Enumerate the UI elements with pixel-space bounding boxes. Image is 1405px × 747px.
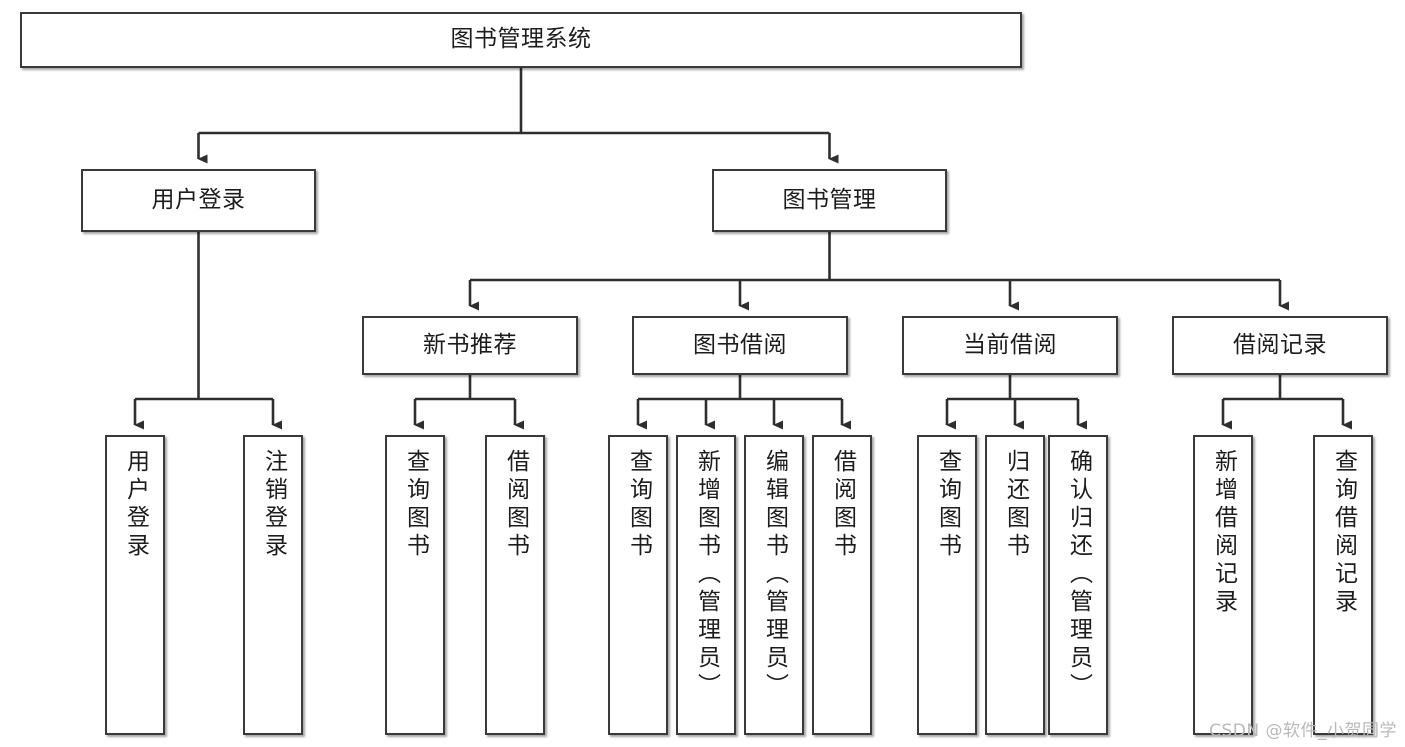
node-label: 编辑图书（管理员） bbox=[761, 449, 788, 701]
node-label: 图书借阅 bbox=[693, 331, 787, 358]
node-label: 查询图书 bbox=[934, 449, 961, 561]
node-current-borrow[interactable]: 当前借阅 bbox=[902, 316, 1118, 375]
node-label: 新书推荐 bbox=[423, 331, 517, 358]
node-leaf-user-login[interactable]: 用户登录 bbox=[105, 435, 165, 735]
node-label: 归还图书 bbox=[1002, 449, 1029, 561]
node-leaf-query-record[interactable]: 查询借阅记录 bbox=[1313, 435, 1373, 735]
node-label: 当前借阅 bbox=[963, 331, 1057, 358]
node-leaf-query-book-2[interactable]: 查询图书 bbox=[608, 435, 668, 735]
node-label: 借阅图书 bbox=[829, 449, 856, 561]
node-label: 确认归还（管理员） bbox=[1065, 449, 1092, 701]
node-user-login[interactable]: 用户登录 bbox=[81, 169, 316, 232]
node-leaf-return-book[interactable]: 归还图书 bbox=[985, 435, 1045, 735]
node-leaf-logout[interactable]: 注销登录 bbox=[243, 435, 303, 735]
node-label: 查询图书 bbox=[625, 449, 652, 561]
node-leaf-borrow-book-1[interactable]: 借阅图书 bbox=[485, 435, 545, 735]
node-label: 新增图书（管理员） bbox=[693, 449, 720, 701]
node-leaf-edit-book[interactable]: 编辑图书（管理员） bbox=[744, 435, 804, 735]
node-label: 用户登录 bbox=[122, 449, 149, 561]
node-book-borrow[interactable]: 图书借阅 bbox=[632, 316, 848, 375]
node-label: 借阅记录 bbox=[1233, 331, 1327, 358]
node-new-book-recommend[interactable]: 新书推荐 bbox=[362, 316, 578, 375]
node-label: 查询图书 bbox=[402, 449, 429, 561]
node-label: 注销登录 bbox=[260, 449, 287, 561]
node-book-manage[interactable]: 图书管理 bbox=[712, 169, 947, 232]
node-leaf-borrow-book-2[interactable]: 借阅图书 bbox=[812, 435, 872, 735]
node-label: 图书管理 bbox=[782, 186, 877, 213]
node-label: 图书管理系统 bbox=[450, 26, 592, 53]
node-leaf-add-record[interactable]: 新增借阅记录 bbox=[1193, 435, 1253, 735]
node-leaf-confirm-return[interactable]: 确认归还（管理员） bbox=[1048, 435, 1108, 735]
node-leaf-query-book-1[interactable]: 查询图书 bbox=[385, 435, 445, 735]
node-leaf-query-book-3[interactable]: 查询图书 bbox=[917, 435, 977, 735]
node-borrow-record[interactable]: 借阅记录 bbox=[1172, 316, 1388, 375]
node-root[interactable]: 图书管理系统 bbox=[20, 12, 1022, 68]
node-label: 查询借阅记录 bbox=[1330, 449, 1357, 617]
watermark-text: CSDN @软件_小贺同学 bbox=[1209, 721, 1397, 741]
node-leaf-add-book[interactable]: 新增图书（管理员） bbox=[676, 435, 736, 735]
node-label: 借阅图书 bbox=[502, 449, 529, 561]
node-label: 用户登录 bbox=[151, 186, 246, 213]
node-label: 新增借阅记录 bbox=[1210, 449, 1237, 617]
